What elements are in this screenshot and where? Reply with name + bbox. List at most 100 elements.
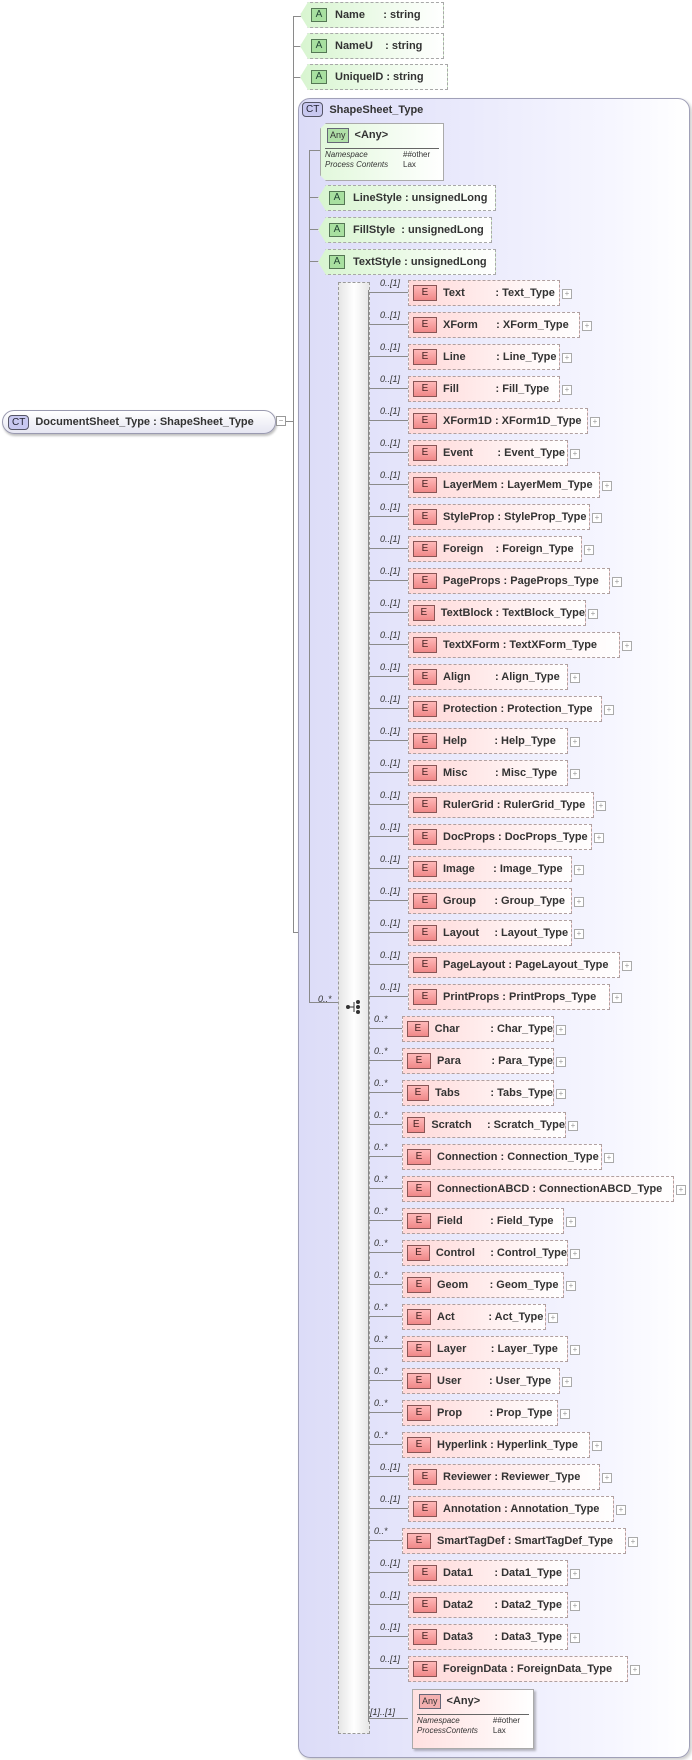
expand-icon[interactable]: + — [570, 1569, 580, 1579]
expand-icon[interactable]: + — [612, 577, 622, 587]
attribute-node[interactable]: A UniqueID : string — [300, 64, 448, 90]
expand-icon[interactable]: + — [596, 801, 606, 811]
expand-icon[interactable]: + — [622, 641, 632, 651]
expand-icon[interactable]: + — [562, 289, 572, 299]
attribute-node[interactable]: A Name : string — [300, 2, 444, 28]
expand-icon[interactable]: + — [574, 897, 584, 907]
expand-icon[interactable]: + — [548, 1313, 558, 1323]
expand-icon[interactable]: + — [584, 545, 594, 555]
expand-icon[interactable]: + — [602, 1473, 612, 1483]
expand-icon[interactable]: + — [562, 1377, 572, 1387]
expand-icon[interactable]: + — [570, 769, 580, 779]
expand-icon[interactable]: + — [594, 833, 604, 843]
expand-icon[interactable]: + — [556, 1057, 566, 1067]
sequence-icon[interactable] — [345, 1000, 363, 1014]
expand-icon[interactable]: + — [590, 417, 600, 427]
expand-icon[interactable]: + — [556, 1025, 566, 1035]
expand-icon[interactable]: + — [616, 1505, 626, 1515]
expand-icon[interactable]: + — [622, 961, 632, 971]
expand-icon[interactable]: + — [630, 1665, 640, 1675]
expand-icon[interactable]: + — [570, 1249, 580, 1259]
expand-icon[interactable]: + — [570, 449, 580, 459]
expand-icon[interactable]: + — [604, 705, 614, 715]
any-wildcard-node[interactable]: Any <Any> Namespace ##other ProcessConte… — [412, 1689, 534, 1749]
expand-icon[interactable]: + — [570, 1601, 580, 1611]
expand-icon[interactable]: + — [556, 1089, 566, 1099]
expand-icon[interactable]: + — [562, 353, 572, 363]
attribute-node[interactable]: A TextStyle : unsignedLong — [318, 249, 496, 275]
expand-icon[interactable]: + — [566, 1281, 576, 1291]
attribute-node[interactable]: A LineStyle : unsignedLong — [318, 185, 496, 211]
root-complex-type-node[interactable]: CT DocumentSheet_Type : ShapeSheet_Type — [2, 410, 276, 434]
any-wildcard-node[interactable]: Any <Any> Namespace ##other Process Cont… — [320, 123, 444, 181]
expand-icon[interactable]: + — [570, 1633, 580, 1643]
expand-icon[interactable]: + — [570, 737, 580, 747]
expand-icon[interactable]: + — [570, 673, 580, 683]
expand-icon[interactable]: + — [574, 865, 584, 875]
expand-icon[interactable]: + — [560, 1409, 570, 1419]
expand-icon[interactable]: + — [582, 321, 592, 331]
expand-icon[interactable]: + — [604, 1153, 614, 1163]
expand-icon[interactable]: + — [592, 1441, 602, 1451]
expand-icon[interactable]: + — [612, 993, 622, 1003]
expand-icon[interactable]: + — [592, 513, 602, 523]
attribute-node[interactable]: A NameU : string — [300, 33, 444, 59]
expand-icon[interactable]: + — [574, 929, 584, 939]
collapse-toggle-icon[interactable]: − — [276, 416, 286, 426]
expand-icon[interactable]: + — [602, 481, 612, 491]
expand-icon[interactable]: + — [562, 385, 572, 395]
expand-icon[interactable]: + — [676, 1185, 686, 1195]
expand-icon[interactable]: + — [588, 609, 598, 619]
element-icon: E — [407, 1021, 429, 1037]
expand-icon[interactable]: + — [570, 1345, 580, 1355]
expand-icon[interactable]: + — [568, 1121, 578, 1131]
expand-icon[interactable]: + — [566, 1217, 576, 1227]
attribute-node[interactable]: A FillStyle : unsignedLong — [318, 217, 492, 243]
expand-icon[interactable]: + — [628, 1537, 638, 1547]
